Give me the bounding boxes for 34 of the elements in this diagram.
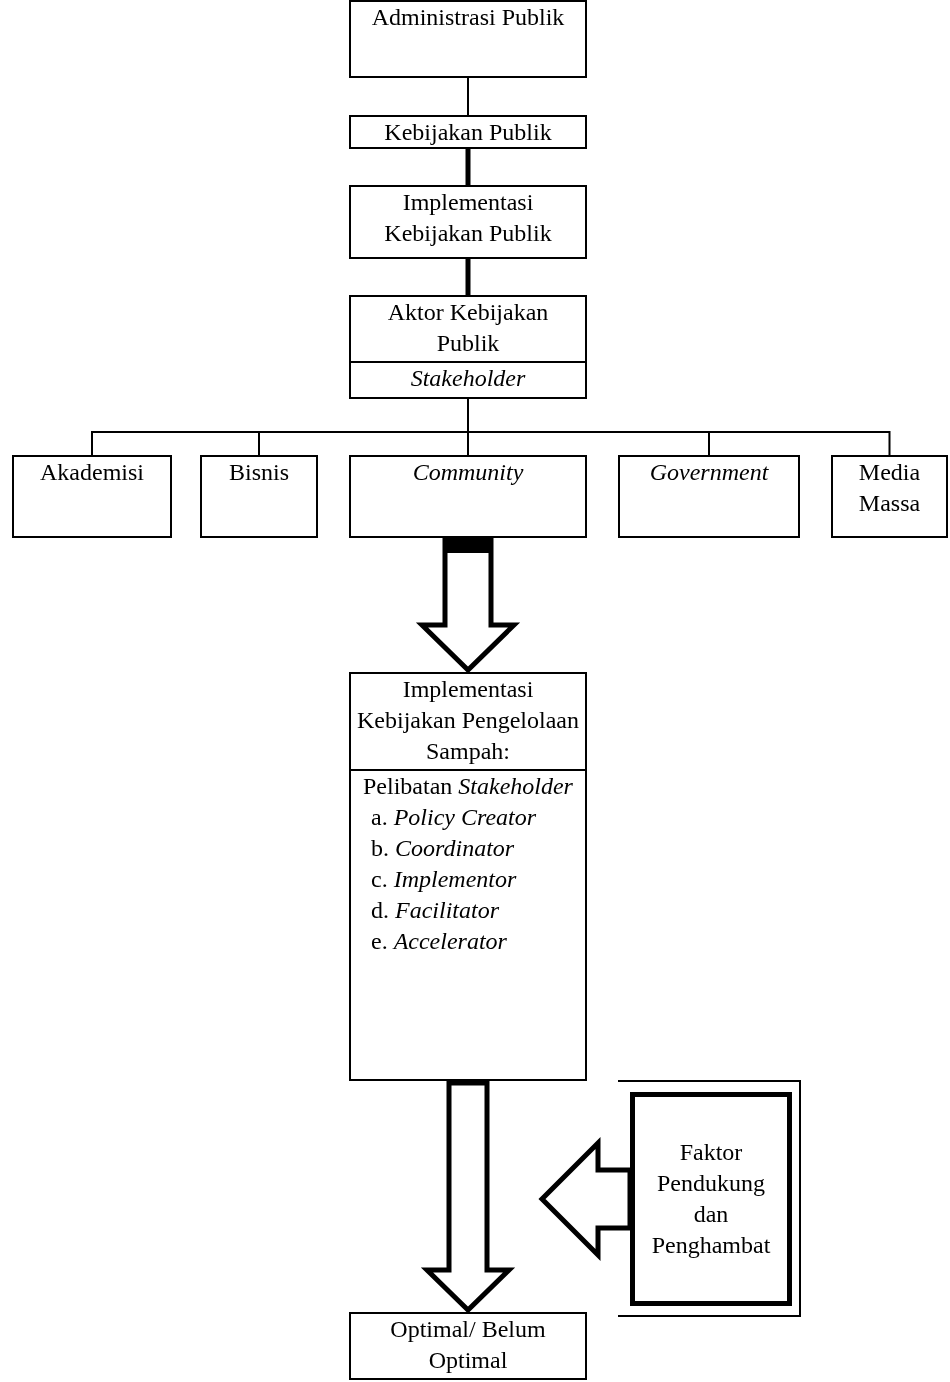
process-box: [12, 455, 172, 538]
process-box: [349, 295, 587, 399]
process-box: [200, 455, 318, 538]
box-text: Kebijakan Publik: [383, 118, 553, 147]
process-box: [349, 1312, 587, 1380]
process-box: [349, 455, 587, 538]
box-text: Implementasi Kebijakan Publik: [383, 188, 553, 248]
connector-line: [465, 149, 471, 185]
list-item: c. Implementor: [370, 865, 518, 894]
list-item: d. Facilitator: [370, 896, 500, 925]
connector-line: [467, 77, 469, 116]
box-text: Stakeholder: [409, 364, 527, 393]
list-item: e. Accelerator: [370, 927, 508, 956]
box-text: Community: [411, 458, 525, 487]
process-box: [349, 0, 587, 78]
box-text: Bisnis: [228, 458, 290, 487]
box-text: Optimal/ Belum Optimal: [389, 1315, 547, 1375]
process-box: [349, 185, 587, 259]
process-box: [349, 115, 587, 149]
box-text: Aktor Kebijakan Publik: [351, 297, 585, 363]
box-text: Government: [648, 458, 770, 487]
list-item: b. Coordinator: [370, 834, 516, 863]
box-text: Faktor Pendukung dan Penghambat: [650, 1138, 772, 1260]
process-box: [618, 455, 800, 538]
connector-line: [465, 259, 471, 295]
box-text: Administrasi Publik: [370, 3, 566, 32]
box-text: Pelibatan Stakeholder: [362, 772, 574, 801]
list-item: a. Policy Creator: [370, 803, 538, 832]
box-text: Implementasi Kebijakan Pengelolaan Sampah:: [351, 674, 585, 771]
box-text: Media Massa: [857, 458, 922, 518]
process-box: [831, 455, 948, 538]
factor-box: [630, 1092, 792, 1306]
box-text: Akademisi: [39, 458, 145, 487]
info-box: [349, 672, 587, 1081]
